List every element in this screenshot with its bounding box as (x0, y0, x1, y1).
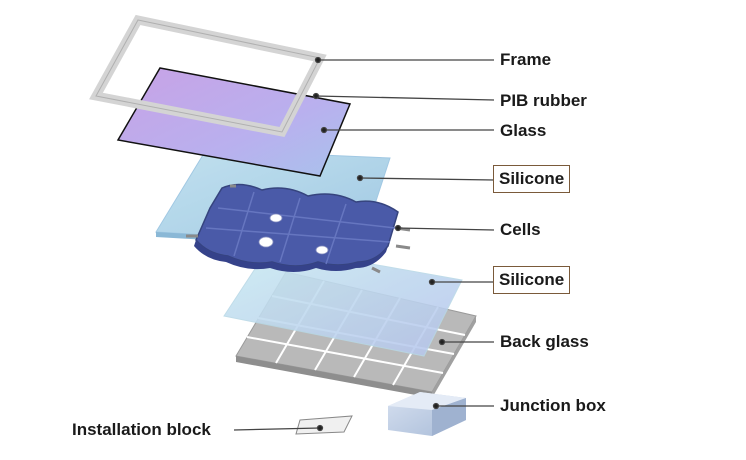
silicone-lower-layer (223, 245, 463, 357)
label-back-glass: Back glass (500, 332, 589, 351)
label-silicone-top: Silicone (493, 165, 571, 193)
installation-block (295, 415, 353, 435)
label-glass: Glass (500, 121, 547, 140)
label-installation-block: Installation block (72, 420, 211, 439)
label-junction-box: Junction box (500, 396, 606, 415)
label-silicone-bottom: Silicone (493, 266, 571, 294)
leader-lines (233, 56, 495, 432)
label-pib-rubber: PIB rubber (500, 91, 587, 110)
label-cells: Cells (500, 220, 541, 239)
cells-layer (186, 183, 411, 274)
junction-box (388, 392, 466, 436)
frame-layer (89, 14, 327, 138)
label-frame: Frame (500, 50, 552, 69)
